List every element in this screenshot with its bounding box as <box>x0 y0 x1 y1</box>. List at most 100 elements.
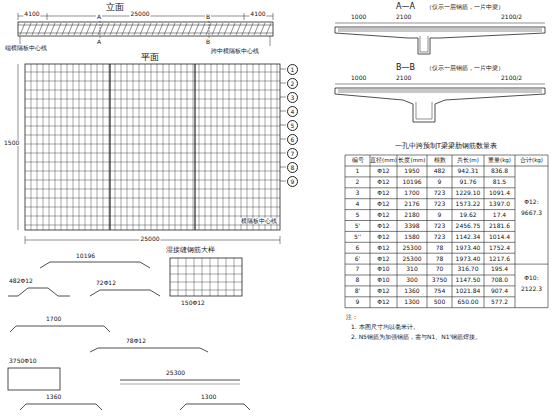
drawing-label: 1000 <box>350 75 367 81</box>
drawn-stroke <box>247 64 248 230</box>
drawn-stroke <box>193 64 194 230</box>
drawn-stroke <box>25 216 280 217</box>
table-cell: 300 <box>405 277 418 283</box>
drawn-stroke <box>25 72 280 73</box>
drawing-label: A—A <box>395 3 416 11</box>
drawn-stroke <box>170 290 242 291</box>
drawn-stroke <box>25 225 280 226</box>
drawing-label: 150Φ12 <box>180 300 206 306</box>
table-cell: 编号 <box>351 158 365 164</box>
drawn-stroke <box>345 307 548 308</box>
table-cell: 25300 <box>401 245 422 251</box>
drawn-stroke <box>25 198 280 199</box>
drawn-stroke <box>25 117 280 118</box>
drawn-stroke <box>202 258 203 296</box>
drawn-stroke <box>115 64 116 230</box>
drawn-stroke <box>25 126 280 127</box>
table-cell: 91.76 <box>458 179 477 185</box>
drawn-stroke <box>345 296 515 297</box>
table-cell: 合计(kg) <box>519 158 544 164</box>
drawn-stroke <box>277 64 278 230</box>
table-cell: 81.5 <box>492 179 507 185</box>
callout-number: 4 <box>287 106 298 117</box>
table-cell: 2122.3 <box>520 286 543 292</box>
drawn-stroke <box>43 64 44 230</box>
drawn-stroke <box>73 64 74 230</box>
drawn-stroke <box>25 189 280 190</box>
table-cell: 17.4 <box>492 212 507 218</box>
table-cell: 10196 <box>401 179 422 185</box>
drawn-stroke <box>229 64 230 230</box>
drawn-stroke <box>55 64 56 230</box>
table-cell: 78 <box>435 245 445 251</box>
drawn-stroke <box>181 64 182 230</box>
drawn-stroke <box>18 25 273 26</box>
drawn-stroke <box>345 264 515 265</box>
table-cell: 6' <box>354 256 361 262</box>
drawn-stroke <box>25 153 280 154</box>
table-cell: 2176 <box>403 201 420 207</box>
table-cell: 3750 <box>431 277 448 283</box>
drawn-stroke <box>67 64 68 230</box>
callout-number: 9 <box>287 176 298 187</box>
table-cell: 2456.75 <box>455 223 482 229</box>
drawn-stroke <box>241 64 242 230</box>
drawn-stroke <box>25 144 280 145</box>
table-cell: Φ12 <box>376 234 390 240</box>
table-cell: 1573.22 <box>455 201 482 207</box>
table-cell: 7 <box>355 266 361 272</box>
table-cell: Φ12 <box>376 179 390 185</box>
drawn-stroke <box>345 231 515 232</box>
drawn-stroke <box>25 135 280 136</box>
table-cell: 723 <box>433 223 446 229</box>
table-cell: 1021.84 <box>455 288 482 294</box>
drawn-stroke <box>217 64 218 230</box>
table-cell: Φ12 <box>376 212 390 218</box>
table-cell: 1 <box>355 168 361 174</box>
drawn-stroke <box>515 264 548 265</box>
table-cell: 195.4 <box>490 266 509 272</box>
callout-number: 2 <box>287 78 298 89</box>
table-cell: 723 <box>433 201 446 207</box>
drawn-stroke <box>109 64 110 230</box>
drawing-label: 端横隔板中心线 <box>4 45 48 51</box>
drawn-stroke <box>345 166 548 167</box>
table-cell: 1091.4 <box>488 190 511 196</box>
drawing-label: 一孔中跨预制T梁梁肋钢筋数量表 <box>394 143 498 150</box>
drawn-stroke <box>271 64 272 230</box>
drawn-stroke <box>97 64 98 230</box>
drawing-label: 25000 <box>139 236 160 242</box>
drawn-stroke <box>345 220 515 221</box>
drawing-label: 3750Φ10 <box>8 358 38 364</box>
drawn-stroke <box>169 64 170 230</box>
table-cell: 942.31 <box>457 168 480 174</box>
table-cell: Φ12: <box>523 199 539 205</box>
table-cell: 310 <box>405 266 418 272</box>
drawn-stroke <box>25 207 280 208</box>
drawn-stroke <box>345 253 515 254</box>
table-cell: 重量(kg) <box>487 158 512 164</box>
drawn-stroke <box>253 64 254 230</box>
table-cell: 70 <box>435 266 445 272</box>
drawn-stroke <box>235 64 236 230</box>
drawing-label: 立面 <box>105 3 125 12</box>
drawn-stroke <box>345 285 515 286</box>
table-cell: 723 <box>433 190 446 196</box>
drawn-stroke <box>133 64 134 230</box>
table-cell: 6 <box>355 245 361 251</box>
drawn-stroke <box>151 64 152 230</box>
table-cell: 1752.4 <box>488 245 511 251</box>
table-cell: 1142.34 <box>455 234 482 240</box>
drawn-stroke <box>170 274 242 275</box>
drawn-stroke <box>103 64 104 230</box>
table-cell: 2 <box>355 179 361 185</box>
table-cell: 1229.10 <box>455 190 482 196</box>
drawn-stroke <box>345 176 515 177</box>
table-cell: 1973.40 <box>455 256 482 262</box>
drawing-label: 横隔板中心线 <box>240 218 278 224</box>
table-cell: 1360 <box>403 288 420 294</box>
drawn-stroke <box>79 64 80 230</box>
table-cell: 4 <box>355 201 361 207</box>
drawn-stroke <box>121 64 122 230</box>
